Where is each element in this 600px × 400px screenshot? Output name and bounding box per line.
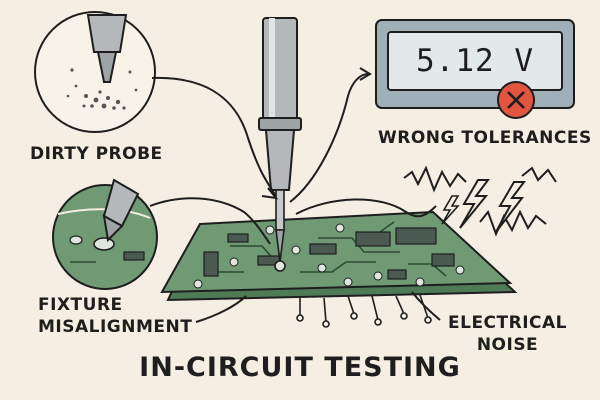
dirty-probe-label: DIRTY PROBE <box>30 144 163 164</box>
electrical-noise <box>403 165 557 237</box>
page-title: IN-CIRCUIT TESTING <box>139 352 461 383</box>
test-probe <box>258 17 302 272</box>
meter-reading: 5.12 V <box>416 43 534 79</box>
noise-label-line1: ELECTRICAL <box>448 313 568 333</box>
electrical-noise-label: ELECTRICAL NOISE <box>448 312 567 356</box>
arrows <box>149 67 441 323</box>
fixture-callout <box>52 178 158 290</box>
fixture-label-line1: FIXTURE <box>38 295 123 315</box>
fixture-misalignment-label: FIXTURE MISALIGNMENT <box>38 294 192 338</box>
fixture-label-line2: MISALIGNMENT <box>38 317 193 337</box>
wrong-tolerances-label: WRONG TOLERANCES <box>378 128 592 148</box>
dirty-probe-callout <box>34 11 156 133</box>
circuit-board <box>160 210 518 328</box>
multimeter <box>375 19 575 119</box>
noise-label-line2: NOISE <box>476 335 539 355</box>
